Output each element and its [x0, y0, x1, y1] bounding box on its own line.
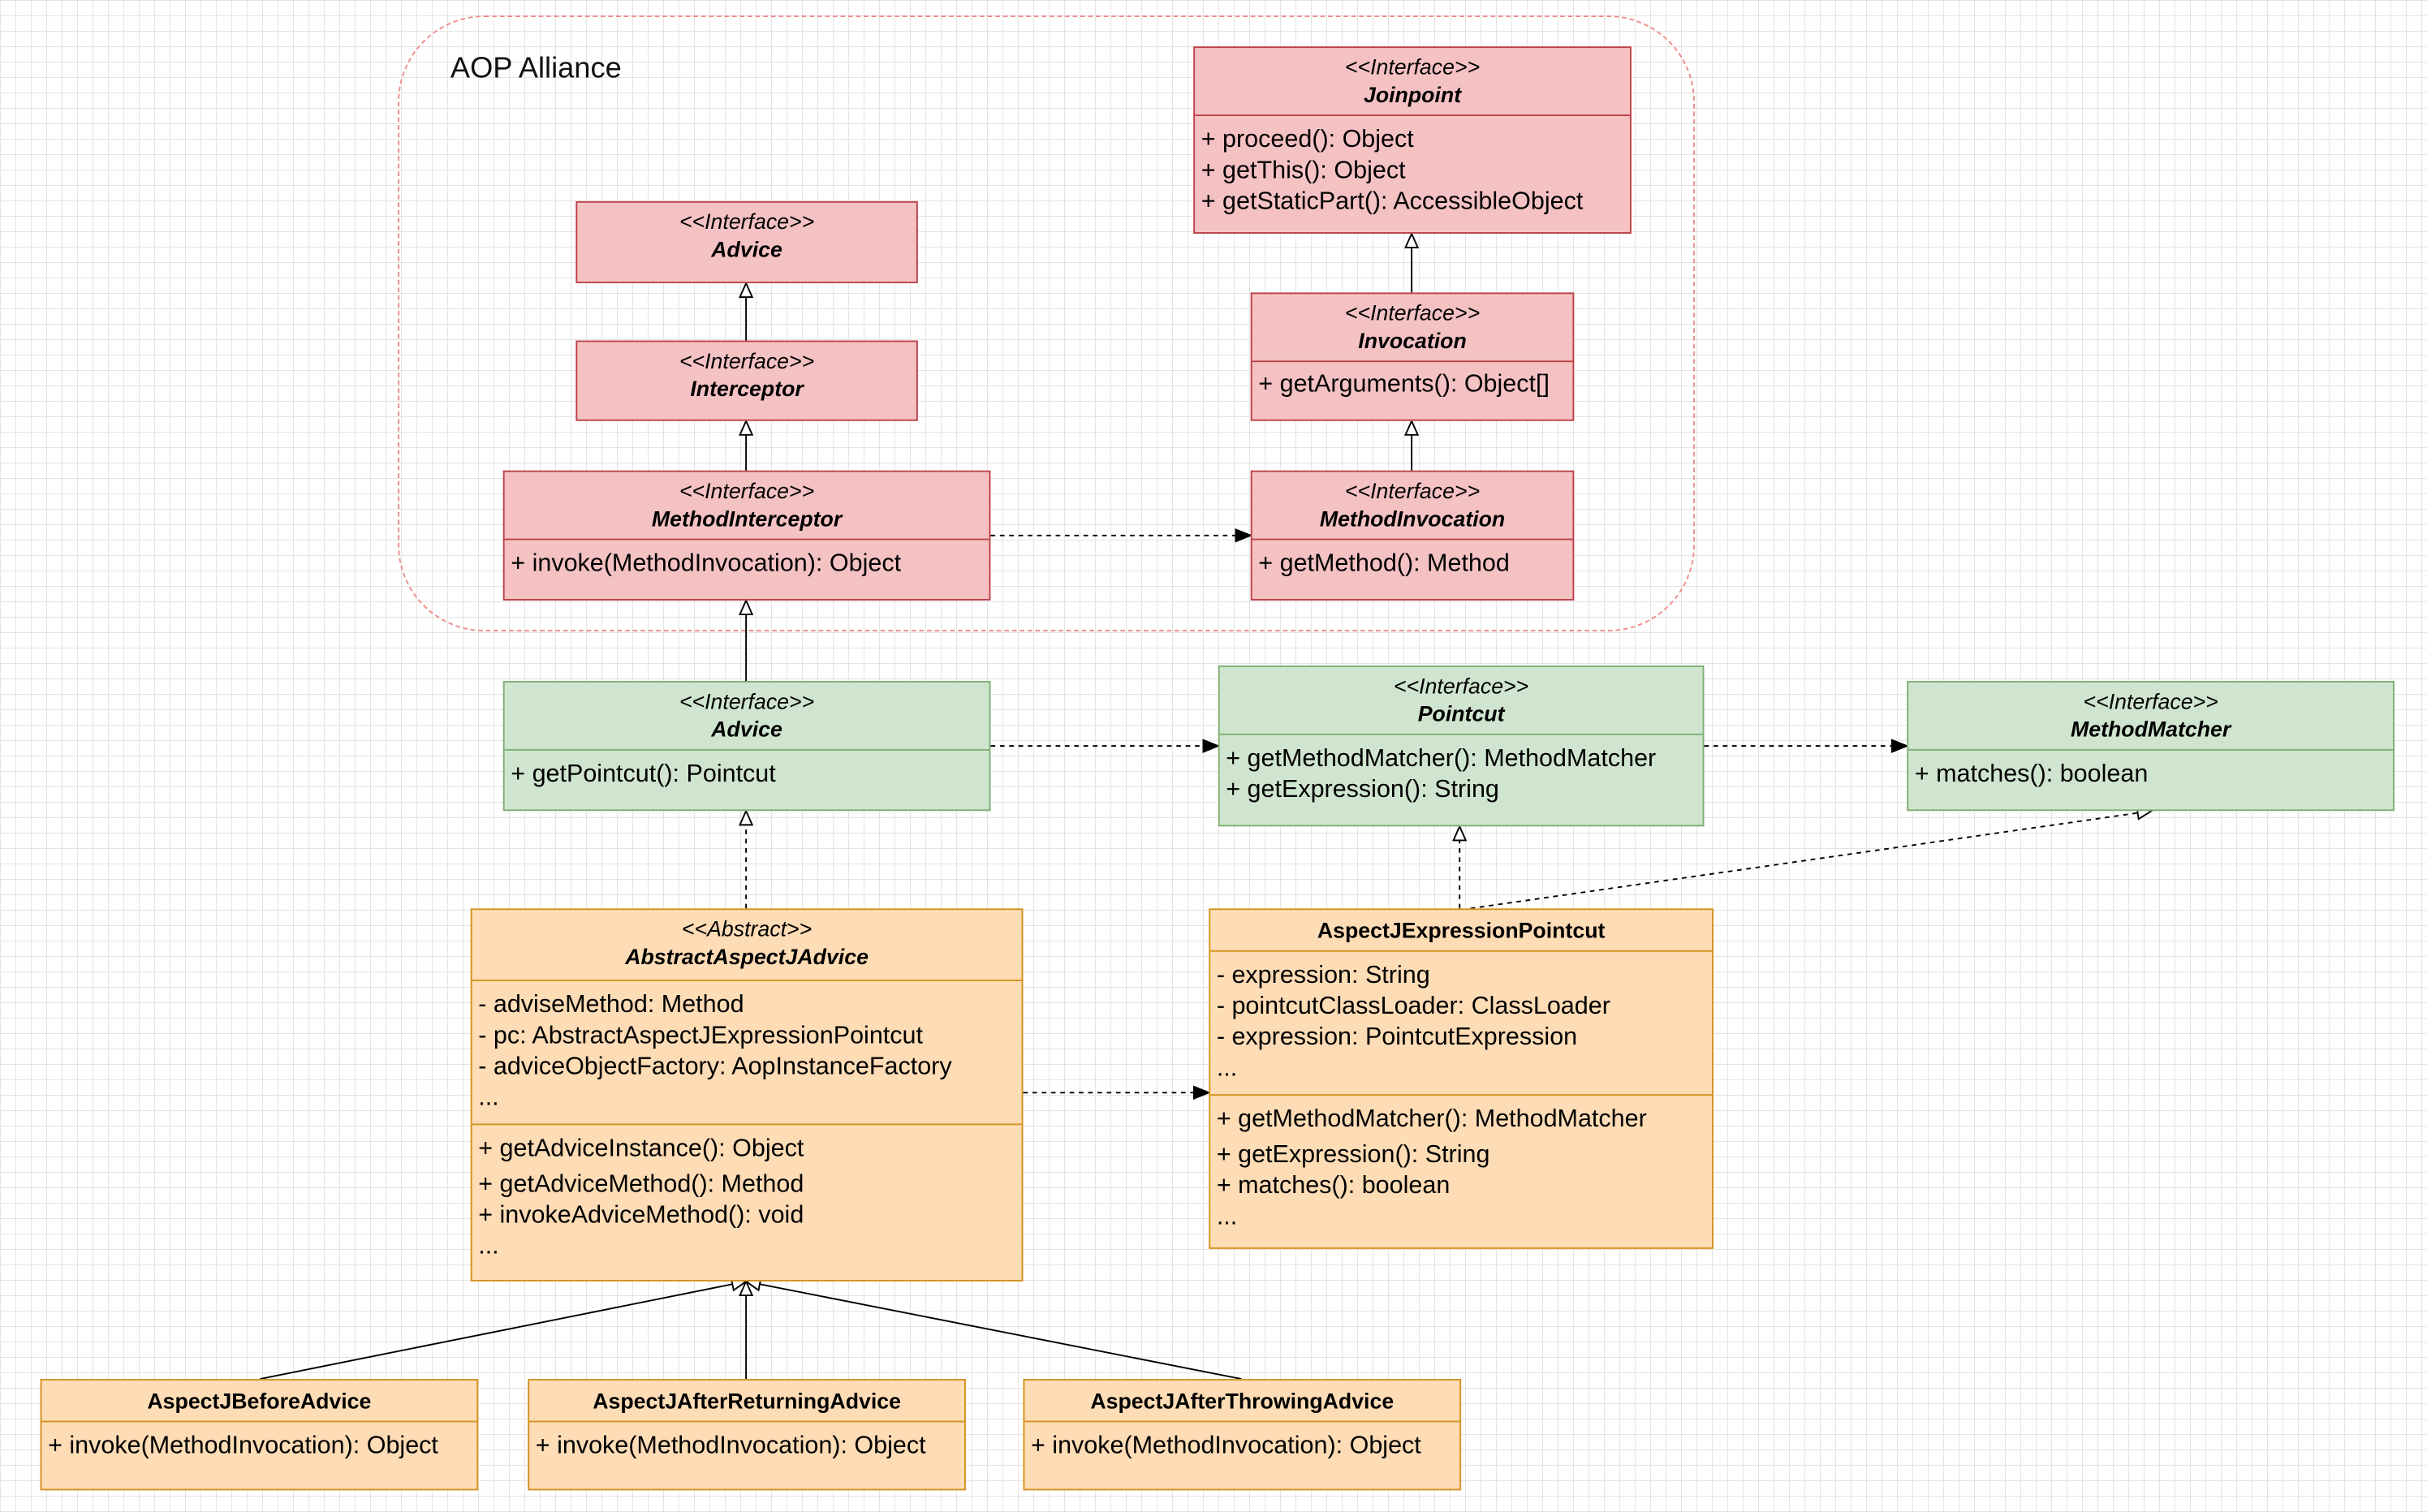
compartment-divider [504, 538, 989, 541]
stereotype-label: <<Abstract>> [681, 915, 813, 941]
class-name: AspectJBeforeAdvice [147, 1388, 372, 1413]
method-row: + getThis(): Object [1201, 157, 1406, 184]
stereotype-label: <<Interface>> [1344, 299, 1481, 325]
class-name: MethodInterceptor [651, 506, 843, 532]
method-row: + getAdviceMethod(): Method [478, 1171, 804, 1198]
method-row: + getExpression(): String [1216, 1142, 1490, 1169]
class-name: AbstractAspectJAdvice [625, 944, 869, 969]
field-row: - adviseMethod: Method [478, 992, 744, 1019]
class-name: Advice [711, 236, 782, 262]
stereotype-label: <<Interface>> [679, 478, 815, 503]
compartment-divider [1219, 733, 1703, 735]
compartment-divider [1210, 1094, 1713, 1096]
class-name: MethodInvocation [1319, 506, 1506, 532]
stereotype-label: <<Interface>> [1393, 673, 1529, 699]
method-row: + getStaticPart(): AccessibleObject [1201, 188, 1584, 216]
field-row: ... [478, 1084, 499, 1112]
field-row: - expression: PointcutExpression [1216, 1024, 1578, 1051]
generalization-edge-after-throwing-advice-to-abstract-advice[interactable] [744, 1277, 1242, 1380]
class-aspectj-before-advice[interactable]: AspectJBeforeAdvice + invoke(MethodInvoc… [40, 1379, 479, 1491]
stereotype-label: <<Interface>> [1344, 54, 1481, 80]
stereotype-label: <<Interface>> [679, 348, 815, 373]
compartment-divider [1195, 114, 1630, 117]
field-row: - expression: String [1216, 963, 1430, 989]
class-name: Joinpoint [1363, 82, 1462, 107]
method-row: + getAdviceInstance(): Object [478, 1135, 804, 1163]
method-row: + getArguments(): Object[] [1258, 371, 1550, 398]
method-row: ... [478, 1233, 499, 1260]
class-method-matcher[interactable]: <<Interface>>MethodMatcher + matches(): … [1907, 681, 2395, 812]
generalization-edge-before-advice-to-abstract-advice[interactable] [260, 1277, 748, 1380]
class-name: AspectJExpressionPointcut [1317, 917, 1606, 943]
class-advice-aop[interactable]: <<Interface>>Advice [575, 200, 918, 283]
method-row: + invoke(MethodInvocation): Object [511, 550, 902, 578]
method-row: + invokeAdviceMethod(): void [478, 1202, 804, 1230]
method-row: + proceed(): Object [1201, 127, 1414, 153]
class-advice[interactable]: <<Interface>>Advice + getPointcut(): Poi… [502, 681, 991, 812]
method-row: + invoke(MethodInvocation): Object [1030, 1432, 1421, 1460]
field-row: - pc: AbstractAspectJExpressionPointcut [478, 1023, 923, 1049]
class-name: MethodMatcher [2070, 716, 2231, 742]
method-row: + getMethod(): Method [1258, 550, 1510, 578]
method-row: + invoke(MethodInvocation): Object [535, 1432, 926, 1460]
method-row: + matches(): boolean [1914, 761, 2149, 788]
stereotype-label: <<Interface>> [1344, 478, 1481, 503]
class-invocation[interactable]: <<Interface>> Invocation + getArguments()… [1250, 292, 1575, 421]
compartment-divider [504, 748, 989, 751]
class-name: Interceptor [690, 376, 804, 401]
realization-edge-expression-pointcut-to-method-matcher[interactable] [1470, 805, 2153, 910]
compartment-divider [41, 1420, 477, 1423]
stereotype-label: <<Interface>> [679, 209, 815, 234]
method-row: + getExpression(): String [1226, 777, 1499, 803]
class-name: AspectJAfterThrowingAdvice [1090, 1388, 1395, 1413]
class-pointcut[interactable]: <<Interface>>Pointcut + getMethodMatcher… [1218, 665, 1705, 827]
method-row: + matches(): boolean [1216, 1173, 1451, 1200]
field-row: ... [1216, 1055, 1238, 1082]
class-joinpoint[interactable]: <<Interface>>Joinpoint + proceed(): Obje… [1193, 46, 1632, 234]
stereotype-label: <<Interface>> [679, 688, 815, 714]
class-name: Invocation [1358, 328, 1467, 353]
class-aspectj-after-returning-advice[interactable]: AspectJAfterReturningAdvice + invoke(Met… [528, 1379, 966, 1491]
method-row: + invoke(MethodInvocation): Object [48, 1432, 438, 1460]
compartment-divider [472, 1123, 1022, 1126]
class-abstract-aspectj-advice[interactable]: <<Abstract>> AbstractAspectJAdvice - advi… [470, 908, 1024, 1282]
compartment-divider [1252, 538, 1573, 541]
compartment-divider [1024, 1420, 1460, 1423]
class-name: Advice [711, 716, 782, 742]
class-name: Pointcut [1417, 700, 1505, 726]
compartment-divider [1210, 950, 1713, 952]
method-row: + getMethodMatcher(): MethodMatcher [1226, 746, 1657, 773]
compartment-divider [1252, 360, 1573, 363]
stereotype-label: <<Interface>> [2083, 688, 2218, 714]
compartment-divider [1908, 748, 2394, 751]
class-method-invocation[interactable]: <<Interface>> MethodInvocation + getMetho… [1250, 470, 1575, 601]
method-row: + getMethodMatcher(): MethodMatcher [1216, 1106, 1647, 1133]
class-name: AspectJAfterReturningAdvice [593, 1388, 901, 1413]
class-aspectj-expression-pointcut[interactable]: AspectJExpressionPointcut - expression: … [1209, 908, 1714, 1249]
field-row: - pointcutClassLoader: ClassLoader [1216, 993, 1610, 1020]
aop-alliance-group[interactable] [398, 15, 1696, 632]
class-method-interceptor[interactable]: <<Interface>> MethodInterceptor + invoke(… [502, 470, 991, 601]
compartment-divider [472, 980, 1022, 981]
aop-alliance-group-label: AOP Alliance [450, 52, 622, 85]
method-row: ... [1216, 1204, 1238, 1230]
class-aspectj-after-throwing-advice[interactable]: AspectJAfterThrowingAdvice + invoke(Meth… [1023, 1379, 1462, 1491]
compartment-divider [529, 1420, 964, 1423]
class-interceptor[interactable]: <<Interface>> Interceptor [575, 340, 918, 421]
field-row: - adviceObjectFactory: AopInstanceFactor… [478, 1053, 952, 1081]
method-row: + getPointcut(): Pointcut [511, 761, 776, 788]
